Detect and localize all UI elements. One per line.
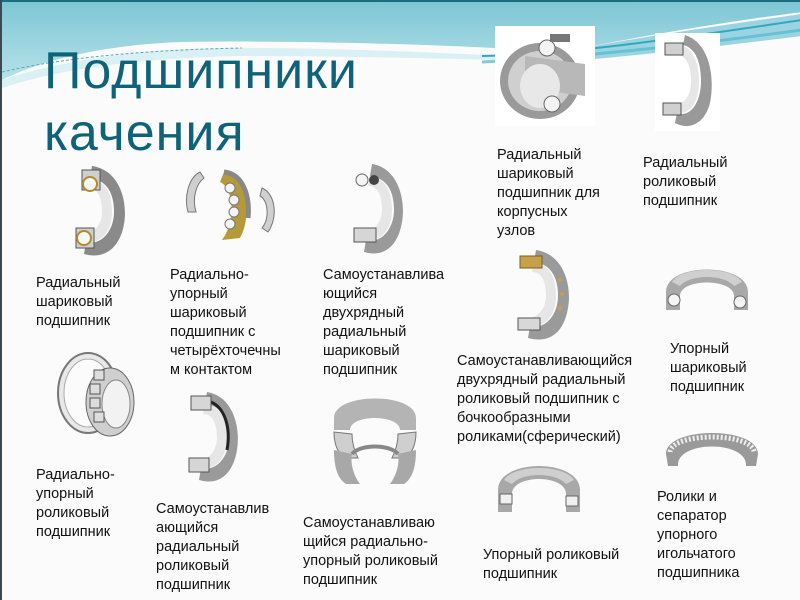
radial-roller-bearing-icon (662, 35, 712, 127)
bearing-label: Самоустанавливающийся двухрядный радиаль… (457, 353, 633, 445)
radial-ball-bearing-icon (75, 166, 125, 256)
top-border (2, 0, 800, 2)
needle-roller-cage-icon (666, 433, 758, 466)
bearing-label: Упорный роликовый подшипник (483, 547, 620, 582)
thrust-roller-bearing-icon (498, 466, 580, 512)
bearing-label: Радиально- упорный роликовый подшипник (36, 467, 115, 540)
four-point-contact-ball-bearing-icon (186, 169, 275, 240)
self-aligning-ball-bearing-icon (353, 164, 403, 254)
bearing-label: Радиальный шариковый подшипник для корпу… (497, 147, 600, 239)
housing-ball-bearing-icon (500, 34, 585, 119)
self-aligning-roller-bearing-icon (188, 392, 238, 482)
bearing-label: Ролики и сепаратор упорного игольчатого … (657, 489, 740, 581)
thrust-ball-bearing-icon (666, 269, 748, 310)
spherical-roller-bearing-icon (517, 250, 569, 340)
bearing-label: Радиальный роликовый подшипник (643, 155, 728, 209)
title-line-2: качения (44, 104, 245, 162)
bearing-label: Радиально- упорный шариковый подшипник с… (170, 267, 281, 378)
bearing-label: Самоустанавлив ающийся радиальный ролико… (156, 501, 270, 593)
bearing-label: Самоустанавлива ющийся двухрядный радиал… (323, 267, 445, 378)
tapered-roller-bearing-icon (57, 352, 135, 437)
bearing-label: Самоустанавливаю щийся радиально- упорны… (303, 515, 438, 588)
spherical-thrust-roller-bearing-icon (333, 398, 417, 484)
bearing-label: Радиальный шариковый подшипник (36, 275, 121, 329)
bearing-label: Упорный шариковый подшипник (670, 341, 747, 395)
page-title: Подшипники качения (44, 40, 358, 164)
title-line-1: Подшипники (44, 42, 358, 100)
